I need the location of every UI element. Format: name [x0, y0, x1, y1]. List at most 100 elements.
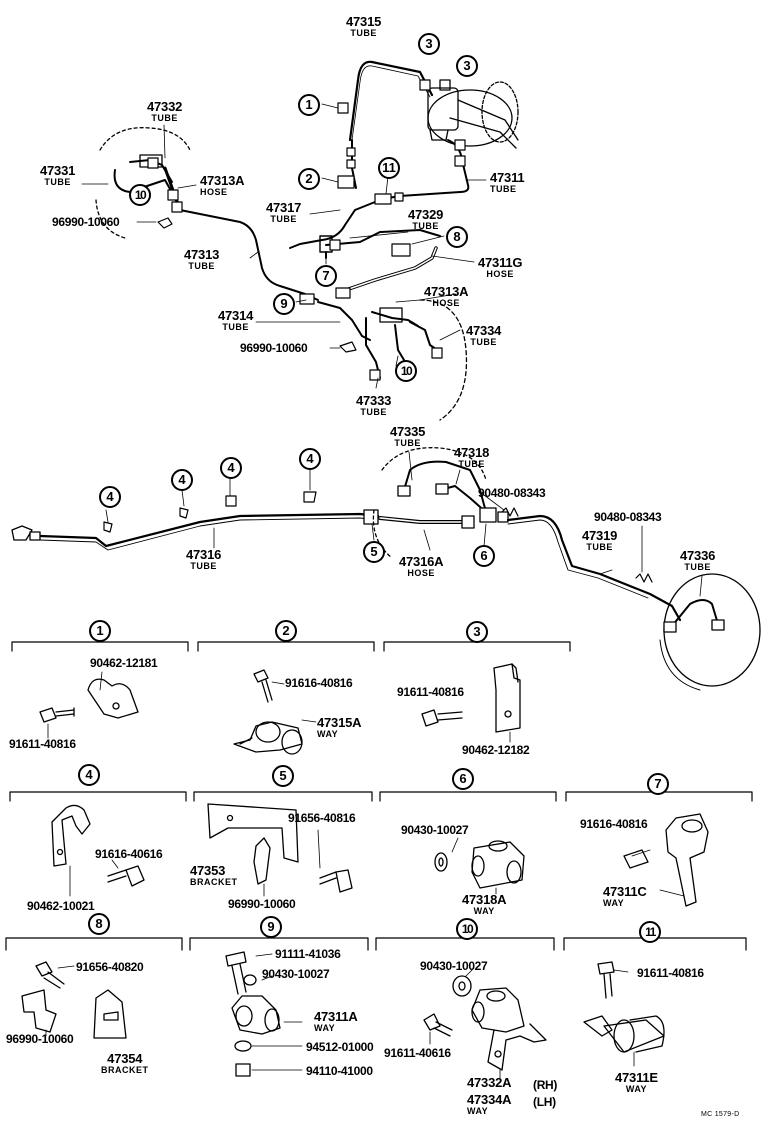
detail-1-part-b: 91611-40816: [9, 737, 76, 751]
detail-6-part-b: 47318A WAY: [462, 893, 507, 916]
part-desc: HOSE: [486, 269, 514, 279]
callout-4-b[interactable]: 4: [171, 469, 193, 491]
detail-10-part-b: 91611-40616: [384, 1046, 451, 1060]
detail-8-drawing: [21, 961, 127, 1039]
detail-11-part-b: 47311E WAY: [615, 1071, 658, 1094]
detail-header-8[interactable]: 8: [88, 913, 110, 935]
detail-8-part-b: 96990-10060: [6, 1032, 74, 1046]
detail-3-part-b: 90462-12182: [462, 743, 530, 757]
detail-8-part-c: 47354 BRACKET: [101, 1052, 149, 1075]
detail-4-part-a: 91616-40616: [95, 847, 163, 861]
part-label-47313A-mid: 47313A HOSE: [424, 284, 469, 308]
part-number: 47354: [107, 1051, 143, 1066]
part-label-96990-top: 96990-10060: [52, 215, 120, 229]
part-desc: WAY: [317, 729, 339, 739]
detail-header-4[interactable]: 4: [78, 764, 100, 786]
detail-3-part-a: 91611-40816: [397, 685, 464, 699]
callout-1[interactable]: 1: [298, 94, 320, 116]
part-label-47311G: 47311G HOSE: [478, 255, 523, 279]
part-label-47336: 47336 TUBE: [680, 549, 715, 572]
part-number: 47313A: [424, 284, 469, 299]
detail-7-drawing: [623, 813, 709, 907]
part-label-47313: 47313 TUBE: [184, 248, 219, 271]
part-number: 47313: [184, 247, 220, 262]
part-number: 47316A: [399, 554, 444, 569]
part-desc: TUBE: [684, 562, 711, 572]
detail-9-part-e: 94110-41000: [306, 1064, 373, 1078]
master-cylinder-drawing: [427, 79, 519, 149]
part-desc: TUBE: [270, 214, 297, 224]
detail-4-drawing: [51, 804, 145, 897]
detail-header-6[interactable]: 6: [452, 768, 474, 790]
part-number: 47311C: [603, 884, 647, 899]
part-label-47333: 47333 TUBE: [356, 394, 391, 417]
part-desc: HOSE: [432, 298, 460, 308]
part-desc: TUBE: [190, 561, 217, 571]
callout-10-b[interactable]: 10: [395, 360, 417, 382]
detail-9-part-d: 94512-01000: [306, 1040, 374, 1054]
part-label-47316: 47316 TUBE: [186, 548, 221, 571]
callout-2[interactable]: 2: [298, 168, 320, 190]
callout-4-c[interactable]: 4: [220, 457, 242, 479]
part-desc: TUBE: [470, 337, 497, 347]
detail-header-7[interactable]: 7: [647, 773, 669, 795]
detail-header-11[interactable]: 11: [639, 921, 661, 943]
part-desc: BRACKET: [101, 1065, 149, 1075]
part-number: 47311: [490, 170, 525, 185]
detail-header-2[interactable]: 2: [275, 620, 297, 642]
part-number: 47332A: [467, 1075, 512, 1090]
part-desc: TUBE: [412, 221, 439, 231]
detail-11-part-a: 91611-40816: [637, 966, 704, 980]
part-number: 47311G: [478, 255, 523, 270]
part-desc: TUBE: [490, 184, 517, 194]
detail-2-part-a: 91616-40816: [285, 676, 353, 690]
part-label-90480-a: 90480-08343: [478, 486, 546, 500]
detail-4-part-b: 90462-10021: [27, 899, 95, 913]
detail-10-part-d: 47334A (LH) WAY: [467, 1092, 556, 1116]
part-label-47332: 47332 TUBE: [147, 100, 182, 123]
part-label-96990-mid: 96990-10060: [240, 341, 308, 355]
callout-6[interactable]: 6: [473, 545, 495, 567]
part-number: 47313A: [200, 173, 245, 188]
detail-1-part-a: 90462-12181: [90, 656, 158, 670]
part-number: 47311A: [314, 1009, 358, 1024]
part-desc: TUBE: [394, 438, 421, 448]
detail-10-part-c: 47332A (RH): [467, 1075, 557, 1091]
detail-header-1[interactable]: 1: [89, 620, 111, 642]
part-number: 47335: [390, 424, 426, 439]
callout-3-b[interactable]: 3: [456, 55, 478, 77]
detail-5-part-a: 91656-40816: [288, 811, 356, 825]
part-desc: HOSE: [407, 568, 435, 578]
detail-header-10[interactable]: 10: [456, 918, 478, 940]
detail-header-5[interactable]: 5: [272, 765, 294, 787]
part-number: 47333: [356, 393, 392, 408]
callout-8[interactable]: 8: [446, 226, 468, 248]
callout-4-a[interactable]: 4: [99, 486, 121, 508]
callout-3-a[interactable]: 3: [418, 33, 440, 55]
part-desc: TUBE: [44, 177, 71, 187]
callout-9[interactable]: 9: [273, 293, 295, 315]
callout-11[interactable]: 11: [378, 157, 400, 179]
detail-header-9[interactable]: 9: [260, 916, 282, 938]
callout-5[interactable]: 5: [363, 541, 385, 563]
callout-7[interactable]: 7: [315, 265, 337, 287]
detail-5-part-b: 47353 BRACKET: [190, 864, 238, 887]
part-number: 47336: [680, 548, 716, 563]
detail-10-part-a: 90430-10027: [420, 959, 488, 973]
part-label-47335: 47335 TUBE: [390, 425, 425, 448]
part-desc: WAY: [603, 898, 625, 908]
detail-5-drawing: [207, 803, 353, 897]
part-number: 47334A: [467, 1092, 512, 1107]
detail-header-3[interactable]: 3: [466, 621, 488, 643]
detail-3-drawing: [421, 663, 521, 743]
part-label-47315: 47315 TUBE: [346, 15, 381, 38]
detail-5-part-c: 96990-10060: [228, 897, 296, 911]
part-desc: WAY: [467, 1106, 489, 1116]
detail-2-part-b: 47315A WAY: [317, 716, 362, 739]
callout-4-d[interactable]: 4: [299, 448, 321, 470]
detail-6-drawing: [434, 837, 525, 895]
part-desc: TUBE: [151, 113, 178, 123]
part-number: 47316: [186, 547, 222, 562]
part-label-47331: 47331 TUBE: [40, 164, 75, 187]
callout-10-a[interactable]: 10: [129, 184, 151, 206]
